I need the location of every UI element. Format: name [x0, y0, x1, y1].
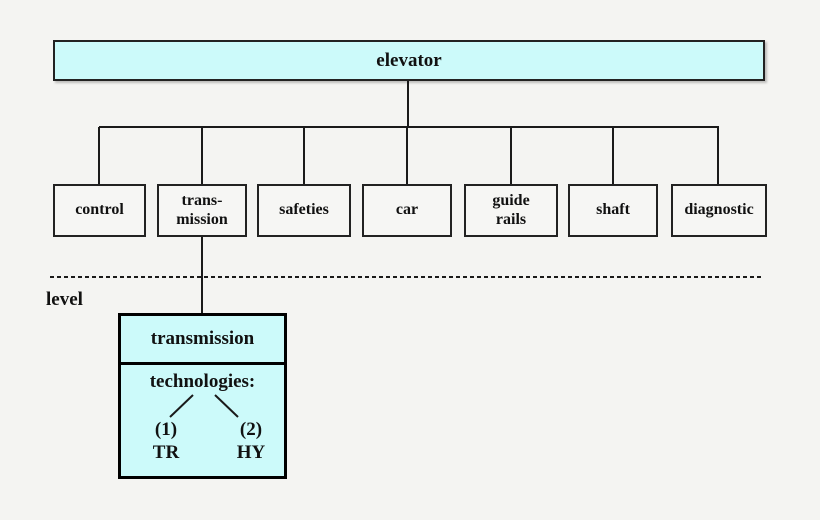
node-transmission: trans- mission: [157, 184, 247, 237]
node-guide-rails-label-2: rails: [495, 210, 527, 228]
technology-option-1-index: (1): [154, 419, 178, 440]
connector-stub-shaft: [612, 127, 614, 184]
connector-transmission-detail: [201, 237, 203, 313]
detail-subtitle: technologies:: [149, 371, 256, 392]
detail-box-transmission: transmission technologies: (1) TR (2) HY: [118, 313, 287, 479]
node-safeties-label: safeties: [279, 201, 329, 219]
node-safeties: safeties: [257, 184, 351, 237]
node-guide-rails-label: guide: [492, 192, 530, 210]
node-elevator: elevator: [53, 40, 765, 81]
connector-stub-transmission: [201, 127, 203, 184]
node-control: control: [53, 184, 146, 237]
node-transmission-label-2: mission: [176, 210, 228, 228]
technology-option-2-index: (2): [239, 419, 263, 440]
node-diagnostic: diagnostic: [671, 184, 767, 237]
node-shaft-label: shaft: [596, 201, 630, 219]
node-transmission-label: trans-: [181, 192, 223, 210]
technology-branch-lines-icon: [169, 394, 239, 418]
technology-option-1-code: TR: [152, 441, 180, 463]
level-separator-line: [50, 276, 763, 278]
connector-stub-guide-rails: [510, 127, 512, 184]
node-car-label: car: [395, 201, 419, 219]
technology-option-1: (1) TR: [137, 419, 195, 465]
technology-option-2-code: HY: [236, 441, 266, 463]
technology-option-2: (2) HY: [222, 419, 280, 465]
detail-box-title: transmission: [150, 328, 255, 349]
connector-stub-control: [98, 127, 100, 184]
connector-root-stem: [407, 81, 409, 127]
node-shaft: shaft: [568, 184, 658, 237]
level-label: level: [46, 289, 83, 310]
node-control-label: control: [75, 201, 124, 219]
detail-box-body: technologies: (1) TR (2) HY: [121, 365, 284, 473]
detail-box-header: transmission: [121, 316, 284, 365]
connector-bus: [99, 126, 719, 128]
technology-options: (1) TR (2) HY: [121, 419, 284, 465]
connector-stub-diagnostic: [717, 127, 719, 184]
node-guide-rails: guide rails: [464, 184, 558, 237]
node-car: car: [362, 184, 452, 237]
connector-stub-car: [406, 127, 408, 184]
node-diagnostic-label: diagnostic: [684, 201, 754, 219]
connector-stub-safeties: [303, 127, 305, 184]
node-elevator-label: elevator: [376, 49, 442, 71]
